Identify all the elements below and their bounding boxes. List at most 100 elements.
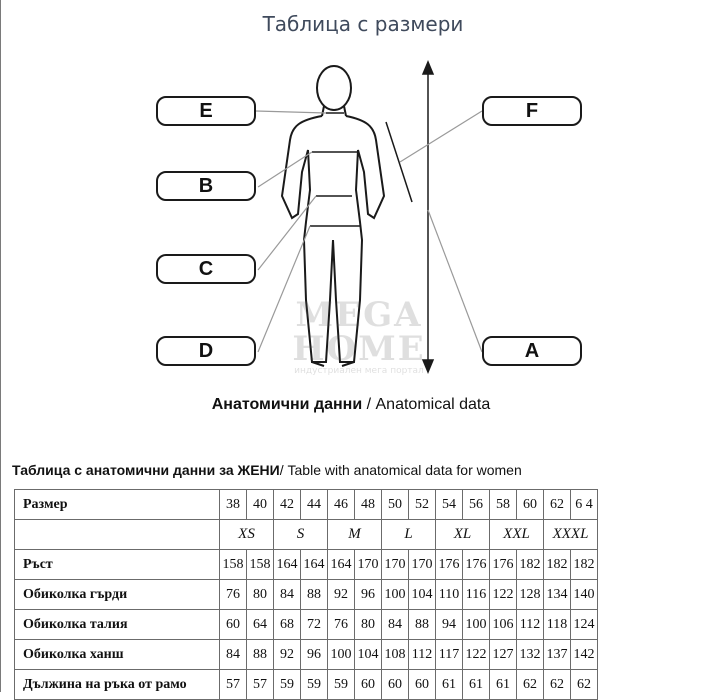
letter-size-cell: S [273, 519, 328, 550]
value-cell: 68 [273, 609, 301, 640]
value-cell: 140 [570, 579, 598, 610]
value-cell: 164 [327, 549, 355, 580]
letter-size-cell: XL [435, 519, 490, 550]
value-cell: 104 [354, 639, 382, 670]
caption-rest: / Anatomical data [362, 396, 491, 413]
row-label: Обиколка ханш [14, 639, 220, 670]
size-header-row: Размер 38 40 42 44 46 48 50 52 54 56 58 … [14, 489, 598, 520]
row-label: Обиколка талия [14, 609, 220, 640]
value-cell: 57 [219, 669, 247, 700]
value-cell: 134 [543, 579, 571, 610]
value-cell: 142 [570, 639, 598, 670]
value-cell: 104 [408, 579, 436, 610]
row-label: Обиколка гърди [14, 579, 220, 610]
value-cell: 118 [543, 609, 571, 640]
value-cell: 61 [489, 669, 517, 700]
value-cell: 132 [516, 639, 544, 670]
value-cell: 110 [435, 579, 463, 610]
value-cell: 60 [381, 669, 409, 700]
value-cell: 176 [435, 549, 463, 580]
value-cell: 164 [300, 549, 328, 580]
value-cell: 182 [543, 549, 571, 580]
label-f-box: F [482, 96, 582, 126]
value-cell: 137 [543, 639, 571, 670]
value-cell: 117 [435, 639, 463, 670]
table-title-bold: Таблица с анатомични данни за ЖЕНИ [12, 462, 280, 478]
value-cell: 128 [516, 579, 544, 610]
value-cell: 61 [435, 669, 463, 700]
letter-size-cell: M [327, 519, 382, 550]
size-cell: 44 [300, 489, 328, 520]
value-cell: 127 [489, 639, 517, 670]
letter-size-row: XS S M L XL XXL XXXL [14, 519, 598, 550]
size-cell: 6 4 [570, 489, 598, 520]
value-cell: 76 [327, 609, 355, 640]
size-cell: 62 [543, 489, 571, 520]
value-cell: 158 [246, 549, 274, 580]
value-cell: 60 [219, 609, 247, 640]
value-cell: 60 [354, 669, 382, 700]
value-cell: 116 [462, 579, 490, 610]
size-cell: 46 [327, 489, 355, 520]
value-cell: 182 [516, 549, 544, 580]
label-c-box: C [156, 254, 256, 284]
value-cell: 59 [273, 669, 301, 700]
value-cell: 84 [273, 579, 301, 610]
value-cell: 88 [408, 609, 436, 640]
left-border-line [0, 0, 1, 692]
value-cell: 76 [219, 579, 247, 610]
size-cell: 50 [381, 489, 409, 520]
page-title: Таблица с размери [262, 12, 464, 36]
label-e-box: E [156, 96, 256, 126]
letter-row-label [14, 519, 220, 550]
value-cell: 60 [408, 669, 436, 700]
value-cell: 100 [381, 579, 409, 610]
value-cell: 170 [354, 549, 382, 580]
value-cell: 88 [246, 639, 274, 670]
body-outline-drawing [255, 60, 483, 374]
size-cell: 48 [354, 489, 382, 520]
value-cell: 112 [408, 639, 436, 670]
label-d-box: D [156, 336, 256, 366]
size-cell: 60 [516, 489, 544, 520]
value-cell: 59 [327, 669, 355, 700]
value-cell: 57 [246, 669, 274, 700]
value-cell: 112 [516, 609, 544, 640]
value-cell: 62 [516, 669, 544, 700]
value-cell: 158 [219, 549, 247, 580]
size-cell: 58 [489, 489, 517, 520]
size-cell: 40 [246, 489, 274, 520]
letter-size-cell: XS [219, 519, 274, 550]
letter-size-cell: L [381, 519, 436, 550]
value-cell: 164 [273, 549, 301, 580]
size-cell: 38 [219, 489, 247, 520]
value-cell: 96 [300, 639, 328, 670]
figure-caption: Анатомични данни / Anatomical data [0, 396, 702, 414]
value-cell: 92 [273, 639, 301, 670]
value-cell: 176 [462, 549, 490, 580]
value-cell: 176 [489, 549, 517, 580]
header-label: Размер [14, 489, 220, 520]
size-cell: 54 [435, 489, 463, 520]
row-label: Ръст [14, 549, 220, 580]
row-label: Дължина на ръка от рамо [14, 669, 220, 700]
value-cell: 92 [327, 579, 355, 610]
label-b-box: B [156, 171, 256, 201]
value-cell: 61 [462, 669, 490, 700]
value-cell: 108 [381, 639, 409, 670]
caption-bold: Анатомични данни [211, 396, 363, 413]
value-cell: 62 [543, 669, 571, 700]
value-cell: 72 [300, 609, 328, 640]
value-cell: 122 [489, 579, 517, 610]
label-a-box: A [482, 336, 582, 366]
value-cell: 96 [354, 579, 382, 610]
value-cell: 106 [489, 609, 517, 640]
size-cell: 52 [408, 489, 436, 520]
value-cell: 59 [300, 669, 328, 700]
value-cell: 80 [354, 609, 382, 640]
